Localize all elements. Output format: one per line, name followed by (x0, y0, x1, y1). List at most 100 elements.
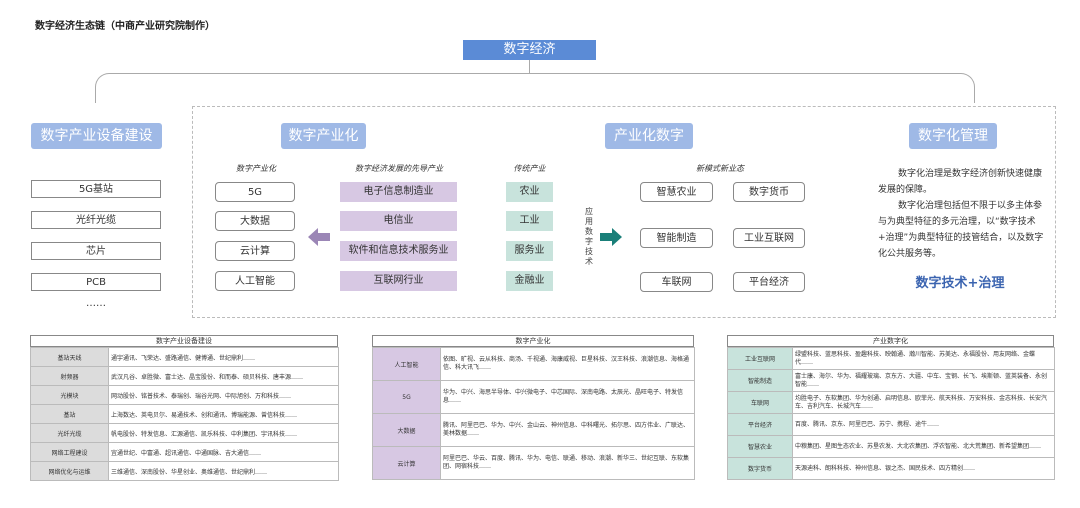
left-item-3: 芯片 (31, 242, 161, 260)
industrial-digitalization-header: 产业化数字 (605, 123, 693, 149)
table-row: 工业互联网绿盟科技、蓝思科技、盈趣科技、映翰通、瀚川智能、苏美达、永福股份、用友… (727, 347, 1055, 370)
table-equipment: 数字产业设备建设 基站天线通宇通讯、飞荣达、盛路通信、健博通、世纪鼎利…… 射频… (30, 335, 339, 481)
table-row: 平台经济百度、腾讯、京东、阿里巴巴、苏宁、携程、途牛…… (727, 413, 1055, 436)
table-cell: 射频器 (30, 366, 109, 386)
table-cell: 网络工程建设 (30, 442, 109, 462)
table-cell: 上海数达、英电贝尔、易通技术、创和通讯、博瑞能源、曾信科技…… (108, 404, 339, 424)
new-mode-label: 新模式新业态 (696, 164, 744, 173)
left-item-1: 5G基站 (31, 180, 161, 198)
table-cell: 三维通信、深南股份、华星创业、奥维通信、世纪鼎利…… (108, 461, 339, 481)
left-item-2: 光纤光缆 (31, 211, 161, 229)
trad-service: 服务业 (506, 241, 553, 261)
table-cell: 阿里巴巴、华云、百度、腾讯、华为、电信、联通、移动、浪潮、新华三、世纪互联、东软… (440, 446, 695, 480)
industry-electronics: 电子信息制造业 (340, 182, 457, 202)
table-row: 大数据腾讯、阿里巴巴、华为、中兴、金山云、神州信息、中科曙光、拓尔思、四方伟业、… (372, 413, 695, 447)
governance-paragraph-2: 数字化治理包括但不限于以多主体参与为典型特征的多元治理，以“数字技术+治理”为典… (878, 201, 1044, 259)
table-cell: 平台经济 (727, 413, 793, 436)
traditional-label: 传统产业 (513, 164, 546, 173)
connected-vehicles: 车联网 (640, 272, 713, 292)
table-industry-digital-title: 产业数字化 (727, 335, 1054, 347)
table-equipment-title: 数字产业设备建设 (30, 335, 338, 347)
table-row: 人工智能依图、旷视、云从科技、商汤、千视通、海康威视、巨星科技、汉王科技、浪潮信… (372, 347, 695, 381)
table-row: 基站上海数达、英电贝尔、易通技术、创和通讯、博瑞能源、曾信科技…… (30, 404, 339, 424)
table-digital-industry-title: 数字产业化 (372, 335, 694, 347)
table-cell: 百度、腾讯、京东、阿里巴巴、苏宁、携程、途牛…… (792, 413, 1055, 436)
brace-connector (529, 60, 530, 73)
table-cell: 天源迪科、朗科科技、神州信息、银之杰、国民技术、四方精创…… (792, 457, 1055, 480)
item-cloud: 云计算 (215, 241, 295, 261)
table-row: 车联网均胜电子、东软集团、华为创通、启明信息、欧菲光、航天科技、万安科技、金志科… (727, 391, 1055, 414)
table-cell: 通宇通讯、飞荣达、盛路通信、健博通、世纪鼎利…… (108, 347, 339, 367)
smart-agriculture: 智慧农业 (640, 182, 713, 202)
table-cell: 智慧农业 (727, 435, 793, 458)
table-digital-industry-grid: 人工智能依图、旷视、云从科技、商汤、千视通、海康威视、巨星科技、汉王科技、浪潮信… (372, 347, 695, 480)
arrow-left-icon (308, 228, 330, 246)
trad-industry: 工业 (506, 211, 553, 231)
table-cell: 基站 (30, 404, 109, 424)
table-cell: 云计算 (372, 446, 441, 480)
table-cell: 智能制造 (727, 369, 793, 392)
apply-digital-tech-text: 应用数字技术 (585, 207, 593, 266)
item-bigdata: 大数据 (215, 211, 295, 231)
table-cell: 绿盟科技、蓝思科技、盈趣科技、映翰通、瀚川智能、苏美达、永福股份、用友网络、金蝶… (792, 347, 1055, 370)
table-cell: 均胜电子、东软集团、华为创通、启明信息、欧菲光、航天科技、万安科技、金志科技、长… (792, 391, 1055, 414)
industrial-internet: 工业互联网 (733, 228, 805, 248)
table-cell: 基站天线 (30, 347, 109, 367)
table-cell: 大数据 (372, 413, 441, 447)
page-title: 数字经济生态链（中商产业研究院制作） (35, 21, 215, 32)
table-row: 基站天线通宇通讯、飞荣达、盛路通信、健博通、世纪鼎利…… (30, 347, 339, 367)
table-cell: 光模块 (30, 385, 109, 405)
industry-software: 软件和信息技术服务业 (340, 241, 457, 261)
table-row: 网络工程建设宜通世纪、中富通、超讯通信、中通国脉、吉大通信…… (30, 442, 339, 462)
col1-label: 数字产业化 (236, 164, 276, 173)
table-cell: 车联网 (727, 391, 793, 414)
platform-economy: 平台经济 (733, 272, 805, 292)
trad-agriculture: 农业 (506, 182, 553, 202)
table-cell: 华为、中兴、海思半导体、中兴微电子、中芯国际、深南电路、太辰光、晶旺电子、特发信… (440, 380, 695, 414)
item-5g: 5G (215, 182, 295, 202)
governance-paragraph-1: 数字化治理是数字经济创新快速健康发展的保障。 (878, 169, 1043, 195)
table-row: 智慧农业中粮集团、星图生态农业、苏垦农发、大北农集团、浮农智能、北大荒集团、新希… (727, 435, 1055, 458)
governance-slogan: 数字技术+治理 (915, 276, 1005, 291)
digital-governance-header: 数字化管理 (909, 123, 997, 149)
table-industry-digital: 产业数字化 工业互联网绿盟科技、蓝思科技、盈趣科技、映翰通、瀚川智能、苏美达、永… (727, 335, 1055, 480)
item-ai: 人工智能 (215, 271, 295, 291)
table-cell: 5G (372, 380, 441, 414)
table-cell: 宜通世纪、中富通、超讯通信、中通国脉、吉大通信…… (108, 442, 339, 462)
table-row: 光模块网动股份、铭普技术、泰瑞创、瑞谷光网、中际旭创、万和科技…… (30, 385, 339, 405)
table-cell: 中粮集团、星图生态农业、苏垦农发、大北农集团、浮农智能、北大荒集团、新希望集团…… (792, 435, 1055, 458)
arrow-right-icon (600, 228, 622, 246)
table-cell: 依图、旷视、云从科技、商汤、千视通、海康威视、巨星科技、汉王科技、浪潮信息、海格… (440, 347, 695, 381)
table-cell: 网络优化与运维 (30, 461, 109, 481)
table-row: 射频器武汉凡谷、卓胜微、富士达、晶宝股份、和而泰、硕贝科技、唐丰源…… (30, 366, 339, 386)
table-cell: 光纤光缆 (30, 423, 109, 443)
table-row: 网络优化与运维三维通信、深南股份、华星创业、奥维通信、世纪鼎利…… (30, 461, 339, 481)
col2-label: 数字经济发展的先导产业 (355, 164, 443, 173)
table-cell: 数字货币 (727, 457, 793, 480)
table-row: 光纤光缆帆电股份、特发信息、汇源通信、凯乐科技、中利集团、宇讯科技…… (30, 423, 339, 443)
table-row: 数字货币天源迪科、朗科科技、神州信息、银之杰、国民技术、四方精创…… (727, 457, 1055, 480)
industry-telecom: 电信业 (340, 211, 457, 231)
table-cell: 工业互联网 (727, 347, 793, 370)
main-title: 数字经济 (463, 40, 596, 60)
table-cell: 富士康、海尔、华为、福耀玻璃、京东方、大疆、中车、宝钢、长飞、埃斯顿、蓝英装备、… (792, 369, 1055, 392)
table-cell: 网动股份、铭普技术、泰瑞创、瑞谷光网、中际旭创、万和科技…… (108, 385, 339, 405)
table-digital-industry: 数字产业化 人工智能依图、旷视、云从科技、商汤、千视通、海康威视、巨星科技、汉王… (372, 335, 695, 480)
table-industry-digital-grid: 工业互联网绿盟科技、蓝思科技、盈趣科技、映翰通、瀚川智能、苏美达、永福股份、用友… (727, 347, 1055, 480)
digital-industrialization-header: 数字产业化 (281, 123, 366, 149)
table-cell: 帆电股份、特发信息、汇源通信、凯乐科技、中利集团、宇讯科技…… (108, 423, 339, 443)
brace-line (95, 73, 975, 103)
table-cell: 人工智能 (372, 347, 441, 381)
left-section-header: 数字产业设备建设 (31, 123, 162, 149)
table-row: 云计算阿里巴巴、华云、百度、腾讯、华为、电信、联通、移动、浪潮、新华三、世纪互联… (372, 446, 695, 480)
table-row: 智能制造富士康、海尔、华为、福耀玻璃、京东方、大疆、中车、宝钢、长飞、埃斯顿、蓝… (727, 369, 1055, 392)
left-item-4: PCB (31, 273, 161, 291)
digital-currency: 数字货币 (733, 182, 805, 202)
table-cell: 武汉凡谷、卓胜微、富士达、晶宝股份、和而泰、硕贝科技、唐丰源…… (108, 366, 339, 386)
table-equipment-grid: 基站天线通宇通讯、飞荣达、盛路通信、健博通、世纪鼎利…… 射频器武汉凡谷、卓胜微… (30, 347, 339, 481)
dashed-frame (192, 106, 1056, 318)
left-item-more: …… (86, 298, 106, 309)
trad-finance: 金融业 (506, 271, 553, 291)
smart-manufacturing: 智能制造 (640, 228, 713, 248)
